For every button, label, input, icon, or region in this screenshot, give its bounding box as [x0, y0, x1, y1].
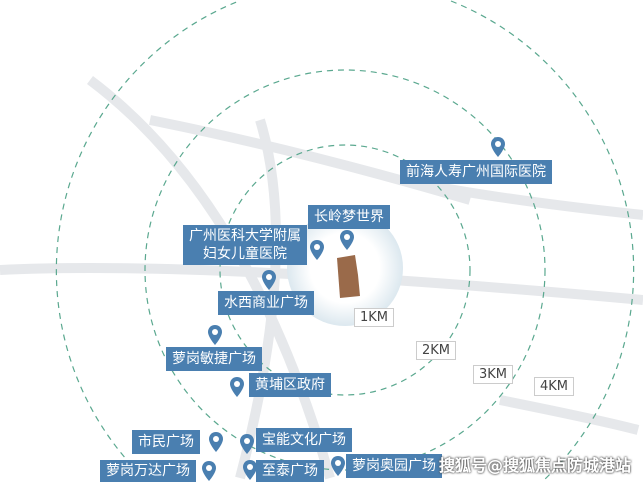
poi-label[interactable]: 前海人寿广州国际医院 [400, 160, 552, 184]
poi-label[interactable]: 萝岗奥园广场 [346, 454, 442, 478]
ring-2km [219, 144, 471, 396]
watermark: 搜狐号@搜狐焦点防城港站 [438, 456, 631, 475]
project-site [337, 255, 360, 298]
map-pin-icon[interactable] [262, 270, 276, 290]
ring-3km [144, 69, 546, 471]
poi-label-line: 妇女儿童医院 [203, 246, 287, 262]
map-pin-icon[interactable] [310, 240, 324, 260]
ring-label-4km: 4KM [534, 377, 575, 396]
map-pin-icon[interactable] [243, 460, 257, 480]
map-pin-icon[interactable] [240, 434, 254, 454]
poi-label[interactable]: 萝岗万达广场 [100, 460, 196, 482]
map-pin-icon[interactable] [202, 461, 216, 481]
ring-4km [450, 0, 635, 482]
poi-label[interactable]: 市民广场 [132, 430, 200, 454]
map-pin-icon[interactable] [230, 377, 244, 397]
ring-label-2km: 2KM [416, 341, 457, 360]
poi-label[interactable]: 水西商业广场 [218, 291, 314, 315]
ring-label-1km: 1KM [354, 308, 395, 327]
map-pin-icon[interactable] [491, 137, 505, 157]
poi-label-line: 广州医科大学附属 [189, 228, 301, 244]
poi-label[interactable]: 广州医科大学附属妇女儿童医院 [183, 225, 307, 265]
ring-4km [55, 0, 240, 482]
poi-label[interactable]: 黄埔区政府 [249, 373, 331, 397]
map-pin-icon[interactable] [331, 456, 345, 476]
poi-label[interactable]: 宝能文化广场 [256, 428, 352, 452]
map-pin-icon[interactable] [209, 432, 223, 452]
ring-label-3km: 3KM [473, 365, 514, 384]
poi-label[interactable]: 长岭梦世界 [308, 205, 390, 229]
map-pin-icon[interactable] [340, 230, 354, 250]
poi-label[interactable]: 至泰广场 [256, 460, 324, 482]
map-pin-icon[interactable] [208, 325, 222, 345]
poi-label[interactable]: 萝岗敏捷广场 [166, 347, 262, 371]
